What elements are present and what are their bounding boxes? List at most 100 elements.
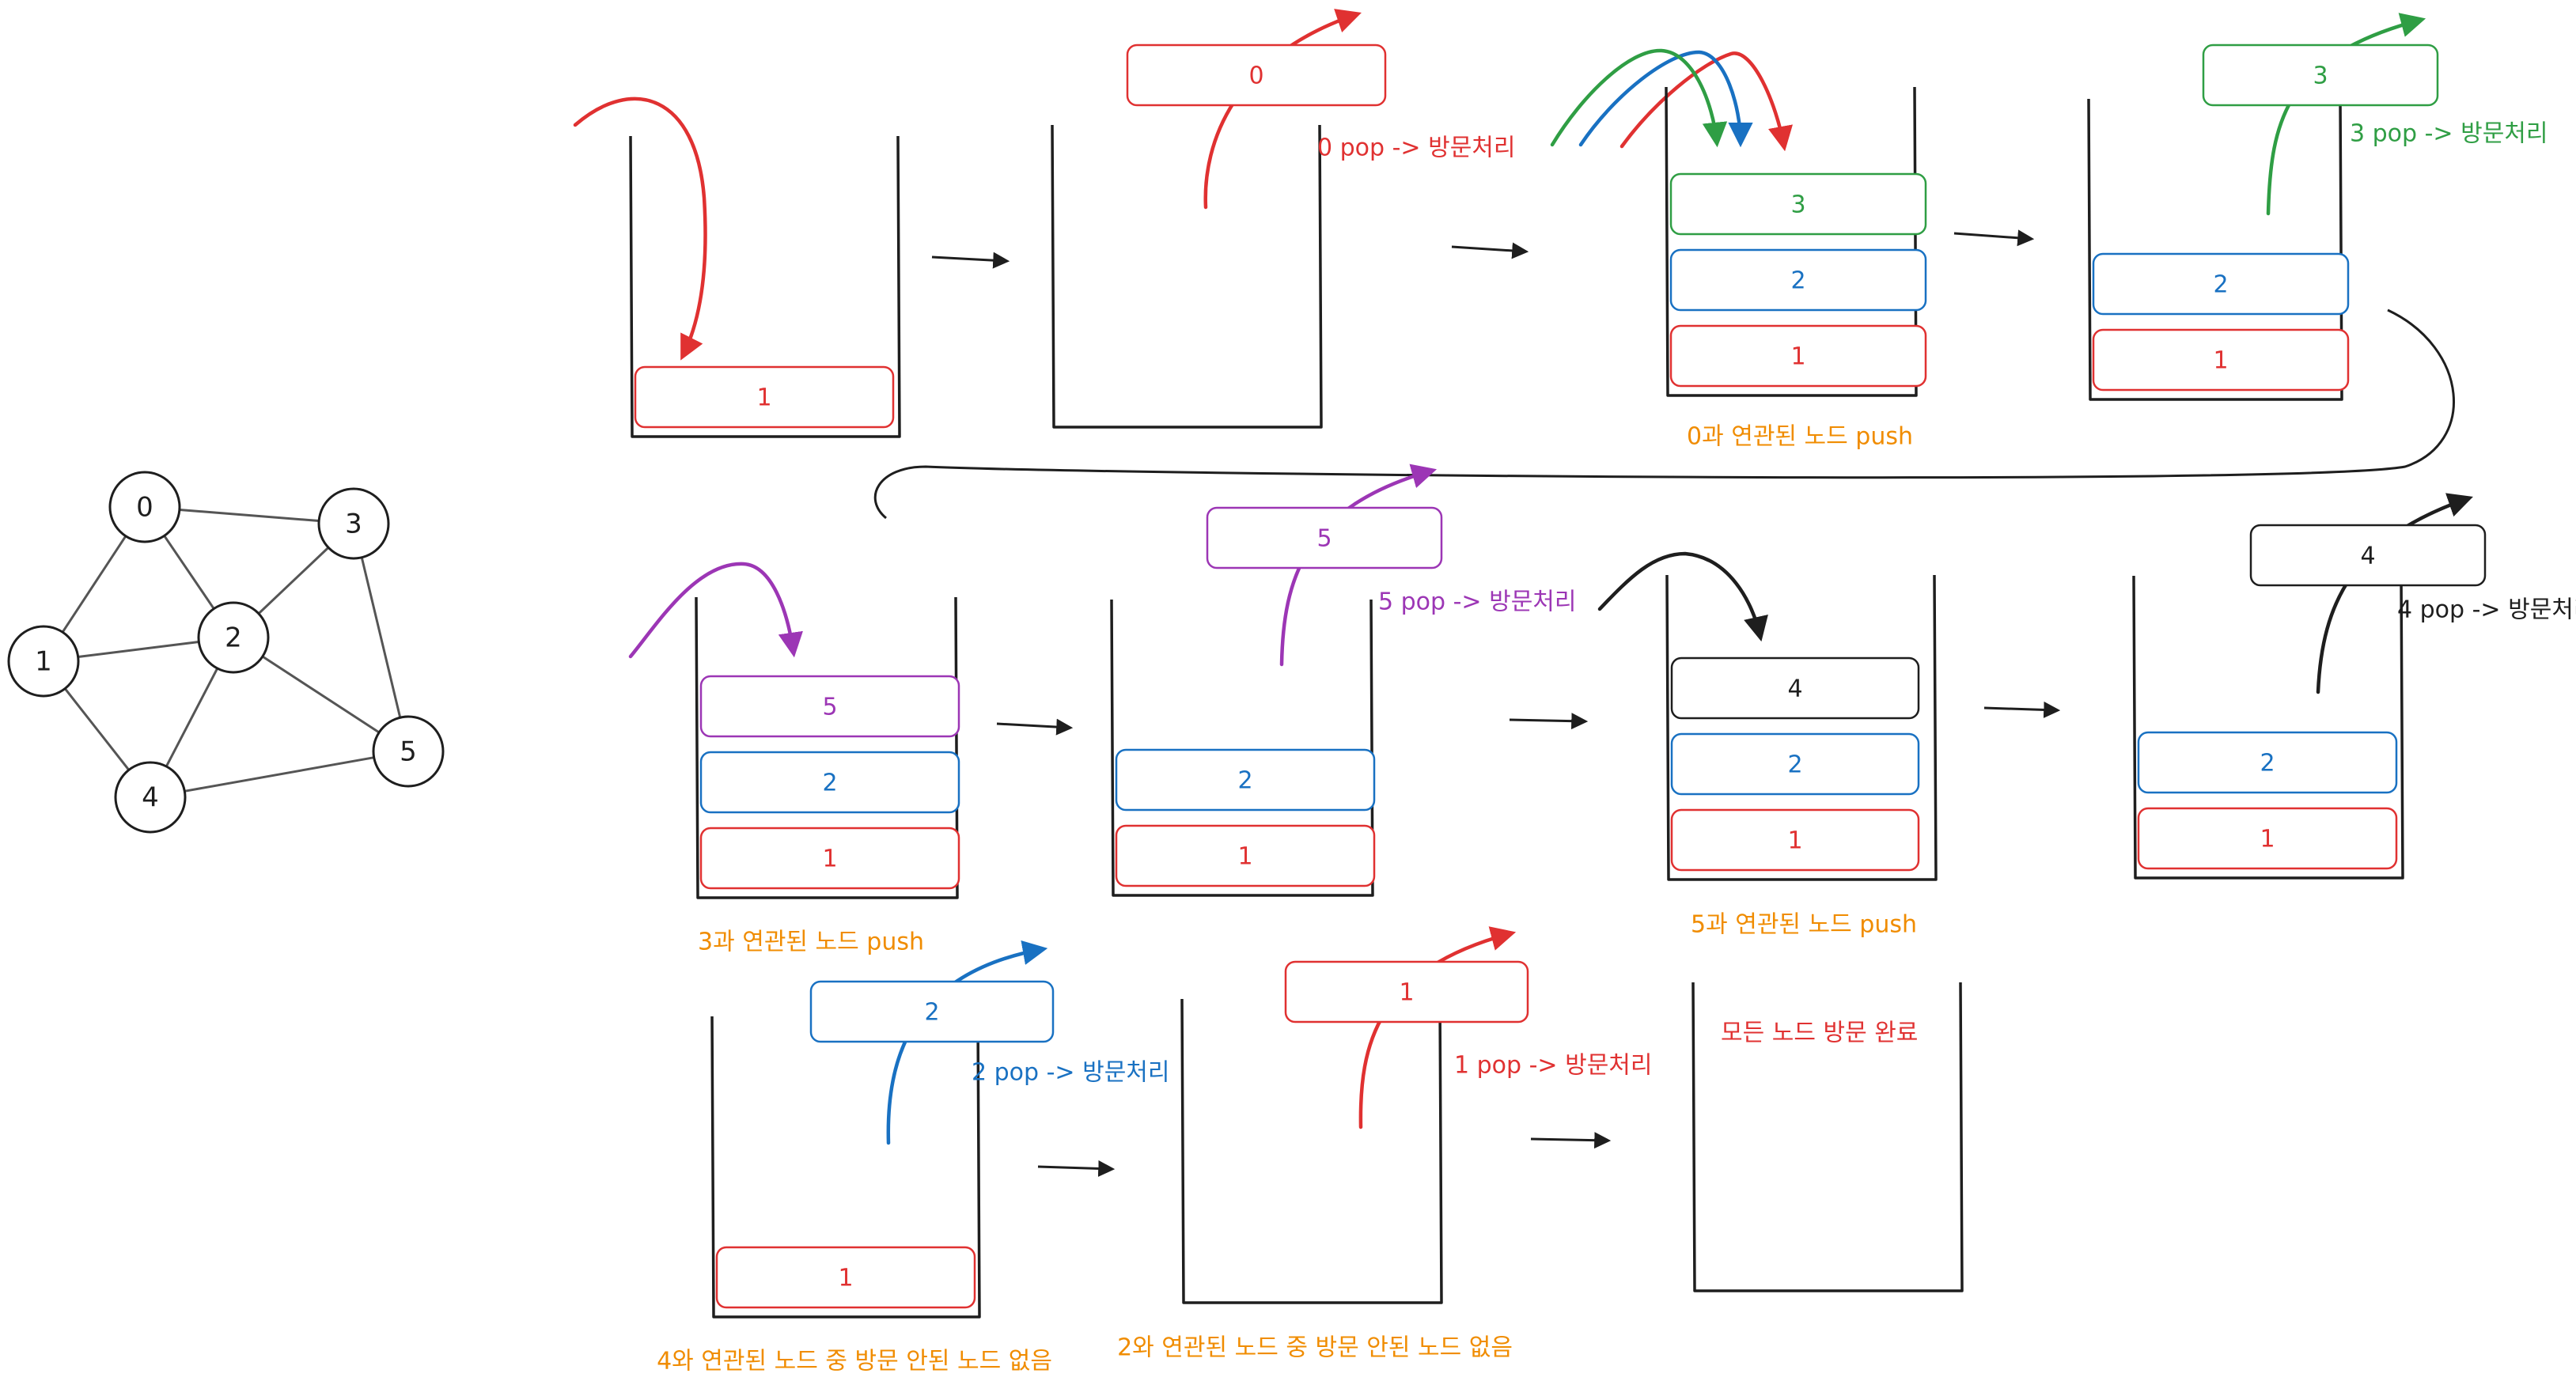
graph-node-4: 4 (114, 761, 187, 834)
pop-note: 3 pop -> 방문처리 (2350, 120, 2548, 148)
graph-edge (63, 687, 131, 771)
push-arrow (628, 562, 803, 659)
step-caption: 2와 연관된 노드 중 방문 안된 노드 없음 (1117, 1334, 1513, 1362)
stack-slot-label: 4 (1787, 675, 1802, 703)
pop-note: 2 pop -> 방문처리 (972, 1059, 1170, 1087)
stack-slot: 1 (1670, 808, 1920, 872)
stack-slot-label: 1 (1237, 843, 1252, 871)
pop-note: 1 pop -> 방문처리 (1454, 1052, 1653, 1080)
stack-container (1691, 982, 1964, 1292)
next-step-arrow (1451, 242, 1529, 259)
stack-slot: 2 (1670, 732, 1920, 796)
stack-slot: 1 (1115, 824, 1376, 887)
stack-slot-label: 3 (1790, 191, 1805, 219)
popped-node: 1 (1284, 960, 1529, 1023)
next-step-arrow (1953, 229, 2035, 247)
stack-slot: 2 (699, 751, 960, 814)
pop-note: 4 pop -> 방문처리 (2397, 596, 2576, 624)
popped-node-label: 4 (2360, 543, 2375, 570)
stack-slot-label: 2 (822, 770, 837, 797)
graph-node-label: 0 (136, 492, 153, 524)
stack-slot-label: 1 (2213, 347, 2228, 375)
popped-node: 4 (2249, 524, 2487, 587)
stack-slot-label: 1 (756, 384, 771, 412)
next-step-arrow (1037, 1160, 1116, 1177)
graph-edge (163, 535, 215, 610)
step-7: 1 2 4 4 pop -> 방문처리 (2132, 524, 2576, 880)
stack-slot-label: 2 (1237, 767, 1252, 795)
graph-edge (262, 655, 380, 734)
step-5: 1 2 5 5 pop -> 방문처리 (1110, 506, 1577, 897)
stack-slot-label: 2 (2213, 271, 2228, 299)
graph-edge (165, 668, 219, 767)
stack-container (1665, 86, 1918, 397)
stack-slot: 1 (699, 827, 960, 890)
step-caption: 3과 연관된 노드 push (698, 929, 924, 956)
stack-container (2132, 575, 2404, 880)
popped-node-label: 1 (1399, 979, 1414, 1007)
stack-slot-box (2092, 328, 2350, 392)
stack-slot-label: 1 (2260, 826, 2275, 853)
popped-node: 2 (809, 980, 1055, 1043)
stack-container (2087, 98, 2343, 401)
graph-edge (184, 756, 374, 793)
graph-edge (257, 547, 330, 615)
popped-node-box (809, 980, 1055, 1043)
stack-slot: 2 (2137, 731, 2398, 794)
push-arrow (1550, 48, 1728, 148)
stack-slot: 1 (2092, 328, 2350, 392)
stack-slot-box (1670, 808, 1920, 872)
step-3: 1 2 3 3 pop -> 방문처리 (2087, 44, 2548, 401)
stack-slot-box (1670, 732, 1920, 796)
graph-node-1: 1 (7, 625, 80, 698)
stack-slot-box (715, 1246, 976, 1309)
popped-node: 0 (1126, 44, 1387, 107)
row-wrap-connector (873, 308, 2455, 520)
graph-edge (61, 535, 127, 634)
graph-node-5: 5 (372, 715, 445, 788)
graph-edge (78, 640, 199, 659)
graph-edge (179, 508, 320, 523)
stack-slot-box (699, 827, 960, 890)
pop-note: 5 pop -> 방문처리 (1378, 588, 1577, 616)
popped-node-box (1206, 506, 1443, 569)
graph-node-circle (372, 715, 445, 788)
stack-slot: 5 (699, 675, 960, 738)
step-9: 1 1 pop -> 방문처리 2와 연관된 노드 중 방문 안된 노드 없음 (1117, 960, 1653, 1362)
stack-slot: 2 (2092, 252, 2350, 316)
pop-note: 모든 노드 방문 완료 (1721, 1020, 1918, 1047)
step-caption: 4와 연관된 노드 중 방문 안된 노드 없음 (657, 1348, 1052, 1375)
stack-slot-box (2137, 731, 2398, 794)
popped-node-label: 3 (2313, 62, 2328, 90)
stack-slot-label: 1 (1790, 343, 1805, 371)
stack-slot-box (699, 751, 960, 814)
popped-node-box (2202, 44, 2439, 107)
stack-slot-box (2092, 252, 2350, 316)
graph-node-label: 4 (142, 782, 159, 814)
stack-slot: 4 (1670, 656, 1920, 720)
stack-container (1110, 599, 1374, 897)
popped-node-label: 2 (924, 999, 939, 1027)
stack-container (710, 1016, 981, 1319)
push-arrow (573, 96, 707, 361)
popped-node-box (1126, 44, 1387, 107)
stack-slot: 2 (1669, 248, 1927, 312)
stack-slot-box (1669, 172, 1927, 236)
push-arrow (1619, 51, 1793, 152)
popped-node: 3 (2202, 44, 2439, 107)
stack-slot-label: 5 (822, 694, 837, 721)
pop-arrow (1203, 9, 1362, 210)
next-step-arrow (996, 718, 1074, 736)
graph-node-circle (108, 471, 181, 543)
stack-container (629, 135, 901, 438)
stack-slot-box (2137, 807, 2398, 870)
stack-slot-label: 2 (1790, 267, 1805, 295)
step-0: 1 (629, 135, 901, 438)
popped-node: 5 (1206, 506, 1443, 569)
step-10: 모든 노드 방문 완료 (1691, 982, 1964, 1292)
